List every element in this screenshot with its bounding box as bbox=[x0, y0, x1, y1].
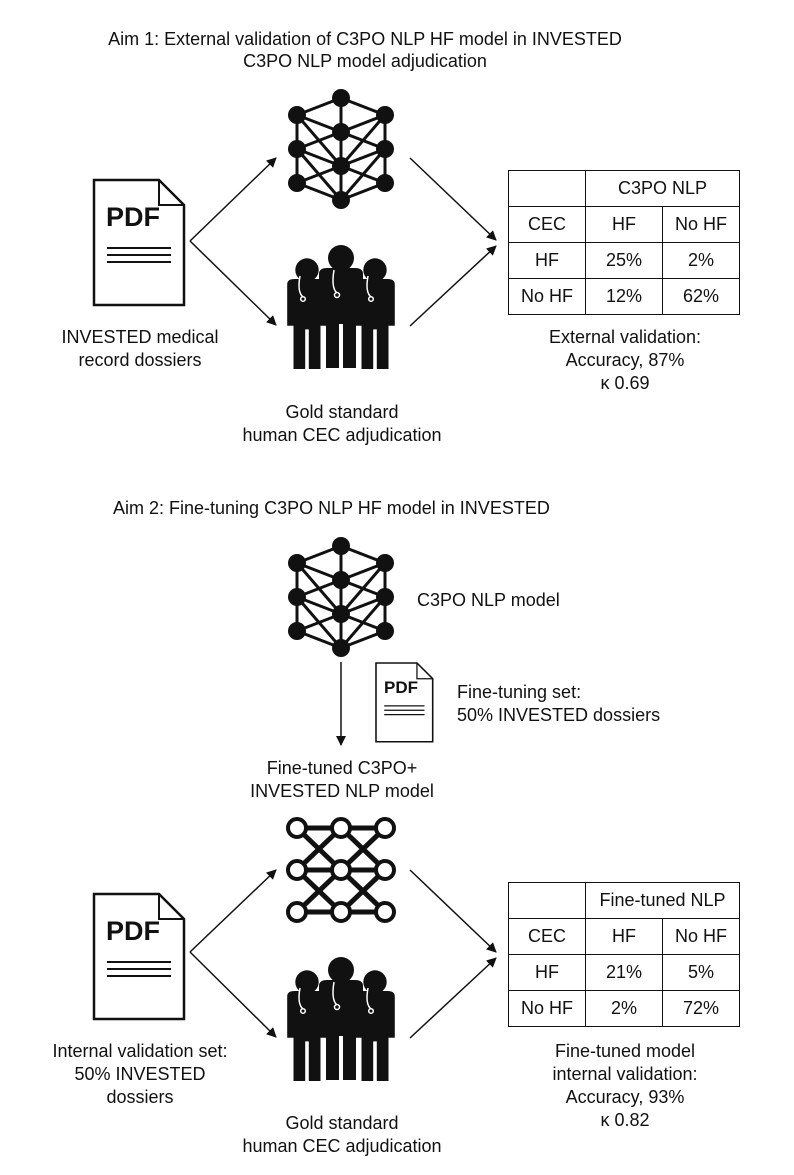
table-cell: HF bbox=[585, 206, 663, 243]
table-cell: 5% bbox=[662, 954, 740, 991]
table-corner bbox=[508, 170, 586, 207]
result-text: Fine-tuned model internal validation: Ac… bbox=[552, 1041, 698, 1130]
table-cell: HF bbox=[508, 242, 586, 279]
arrow-nlp-to-table bbox=[409, 157, 497, 241]
arrow-doc-to-human bbox=[189, 951, 277, 1038]
result-text: External validation: Accuracy, 87% κ 0.6… bbox=[548, 327, 702, 393]
table-header: Fine-tuned NLP bbox=[585, 882, 740, 919]
table-cell: HF bbox=[585, 918, 663, 955]
table-cell: 25% bbox=[585, 242, 663, 279]
human-adjudication-label: Gold standard human CEC adjudication bbox=[242, 1113, 442, 1156]
human-adjudication-label: Gold standard human CEC adjudication bbox=[242, 402, 442, 445]
table-cell: No HF bbox=[662, 918, 740, 955]
clinicians-icon bbox=[287, 245, 395, 369]
table-cell: 21% bbox=[585, 954, 663, 991]
pdf-label: PDF bbox=[106, 202, 160, 232]
table-cell: No HF bbox=[508, 990, 586, 1027]
table-corner bbox=[508, 882, 586, 919]
finetune-set-label: Fine-tuning set: 50% INVESTED dossiers bbox=[457, 682, 661, 725]
confusion-matrix: C3PO NLP CEC HF No HF HF 25% 2% No HF 12… bbox=[508, 170, 740, 315]
aim1-subtitle: C3PO NLP model adjudication bbox=[243, 51, 487, 71]
table-cell: 62% bbox=[662, 278, 740, 315]
pdf-document-icon bbox=[92, 178, 186, 307]
pdf-label: PDF bbox=[106, 916, 160, 946]
pdf-document-icon bbox=[375, 662, 434, 743]
table-cell: 2% bbox=[585, 990, 663, 1027]
source-label: INVESTED medical record dossiers bbox=[61, 327, 219, 370]
arrow-human-to-table bbox=[409, 957, 497, 1039]
model-label: C3PO NLP model bbox=[417, 590, 560, 610]
pdf-document-icon bbox=[92, 892, 186, 1021]
table-header: C3PO NLP bbox=[585, 170, 740, 207]
aim2-title: Aim 2: Fine-tuning C3PO NLP HF model in … bbox=[113, 498, 550, 518]
source-label: Internal validation set: 50% INVESTED do… bbox=[52, 1041, 228, 1107]
table-cell: 2% bbox=[662, 242, 740, 279]
table-cell: CEC bbox=[508, 918, 586, 955]
finetuned-network-icon bbox=[286, 817, 396, 923]
table-cell: No HF bbox=[508, 278, 586, 315]
arrow-human-to-table bbox=[409, 245, 497, 327]
neural-network-icon bbox=[286, 535, 396, 659]
neural-network-icon bbox=[286, 87, 396, 211]
arrow-doc-to-human bbox=[189, 240, 277, 326]
arrow-nlp-to-table bbox=[409, 869, 497, 953]
pdf-label: PDF bbox=[384, 678, 418, 697]
table-cell: 12% bbox=[585, 278, 663, 315]
finetuned-model-label: Fine-tuned C3PO+ INVESTED NLP model bbox=[250, 758, 434, 801]
clinicians-icon bbox=[287, 957, 395, 1081]
arrow-doc-to-nlp bbox=[189, 869, 277, 953]
confusion-matrix: Fine-tuned NLP CEC HF No HF HF 21% 5% No… bbox=[508, 882, 740, 1027]
table-cell: HF bbox=[508, 954, 586, 991]
table-cell: CEC bbox=[508, 206, 586, 243]
aim1-title: Aim 1: External validation of C3PO NLP H… bbox=[108, 29, 622, 49]
table-cell: No HF bbox=[662, 206, 740, 243]
table-cell: 72% bbox=[662, 990, 740, 1027]
arrow-doc-to-nlp bbox=[189, 157, 277, 242]
